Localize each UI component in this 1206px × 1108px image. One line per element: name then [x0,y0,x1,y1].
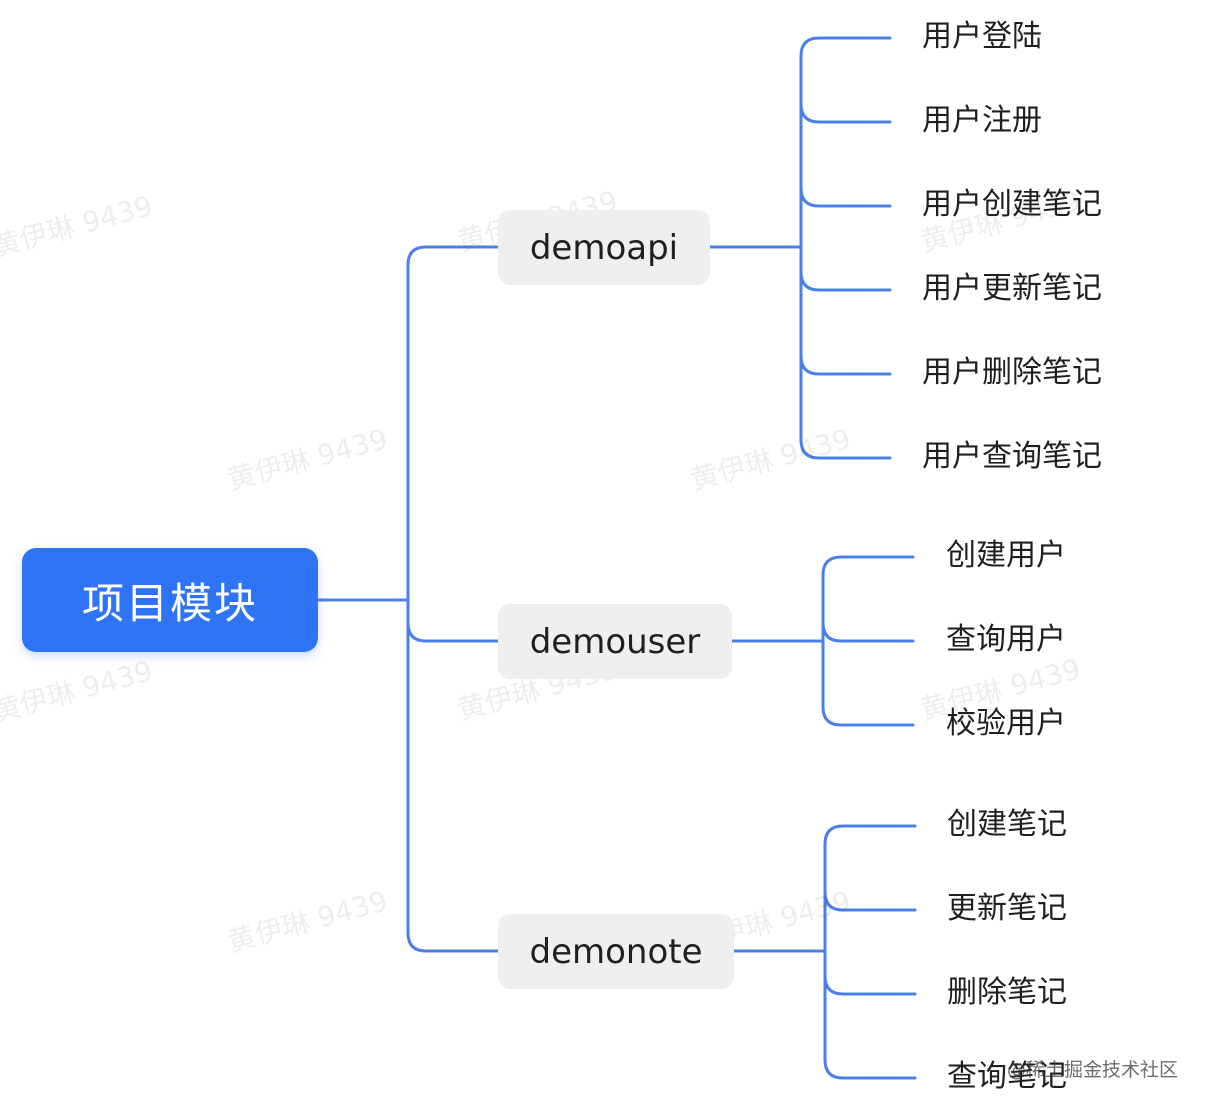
demouser-connector-branch [821,621,915,643]
root-node[interactable]: 项目模块 [22,548,318,652]
leaf-node[interactable]: 更新笔记 [947,891,1067,926]
demonote-connector-branch [823,824,917,846]
leaf-node[interactable]: 校验用户 [946,706,1066,741]
leaf-node[interactable]: 用户登陆 [922,19,1042,54]
demonote-connector-branch [823,974,917,996]
root-connector-branch [406,245,500,267]
demoapi-connector-branch [799,186,892,208]
leaf-node[interactable]: 查询笔记 [947,1059,1067,1094]
leaf-node[interactable]: 创建笔记 [947,807,1067,842]
leaf-node[interactable]: 查询用户 [946,622,1066,657]
leaf-node[interactable]: 用户删除笔记 [922,355,1102,390]
module-node-demoapi[interactable]: demoapi [498,210,710,285]
demoapi-connector-branch [799,438,892,460]
leaf-node[interactable]: 用户更新笔记 [922,271,1102,306]
demoapi-connector-branch [799,36,892,58]
demonote-connector-branch [823,890,917,912]
demouser-connector-branch [821,705,915,727]
root-connector-branch [406,621,500,643]
leaf-node[interactable]: 删除笔记 [947,975,1067,1010]
demoapi-connector-branch [799,354,892,376]
module-node-demouser[interactable]: demouser [498,604,732,679]
root-connector-branch [406,931,500,953]
demonote-connector-branch [823,1058,917,1080]
leaf-node[interactable]: 用户创建笔记 [922,187,1102,222]
leaf-node[interactable]: 创建用户 [946,538,1066,573]
leaf-node[interactable]: 用户查询笔记 [922,439,1102,474]
credit-watermark: @稀土掘金技术社区 [1006,1059,1178,1081]
demoapi-connector-branch [799,270,892,292]
module-node-demonote[interactable]: demonote [498,914,734,989]
leaf-node[interactable]: 用户注册 [922,103,1042,138]
demouser-connector-branch [821,555,915,577]
demoapi-connector-branch [799,102,892,124]
